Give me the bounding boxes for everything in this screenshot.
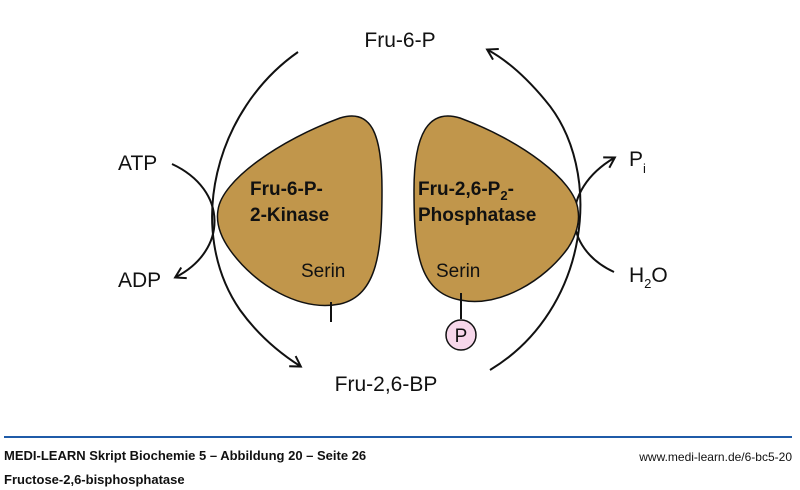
kinase-enzyme-shape [216,115,383,307]
adp-label: ADP [118,269,161,292]
kinase-name-line2: 2-Kinase [250,205,329,226]
pi-label: Pi [629,148,646,176]
footer-divider [4,436,792,438]
footer-title: MEDI-LEARN Skript Biochemie 5 – Abbildun… [4,448,367,463]
h2o-label: H2O [629,264,668,291]
kinase-reaction-arrow [211,51,303,368]
phosphatase-reaction-arrow [485,48,582,371]
phosphatase-name-line1: Fru-2,6-P2- [418,179,514,203]
atp-adp-arrow [171,163,216,280]
fru-6-p-label: Fru-6-P [364,29,435,52]
phosphatase-serin-label: Serin [436,261,480,282]
atp-label: ATP [118,152,157,175]
phosphate-group [445,319,477,351]
kinase-serin-label: Serin [301,261,345,282]
phosphatase-name-line2: Phosphatase [418,205,536,226]
phosphate-label: P [455,326,468,347]
kinase-name-line1: Fru-6-P- [250,179,323,200]
fru-2-6-bp-label: Fru-2,6-BP [335,373,438,396]
footer-subtitle: Fructose-2,6-bisphosphatase [4,472,185,487]
regulation-diagram: P Fru-6-P Fru-2,6-BP ATP ADP Pi H2O Fru-… [118,29,668,396]
phosphatase-enzyme-shape [413,115,580,303]
footer-url-link[interactable]: www.medi-learn.de/6-bc5-20 [639,450,792,464]
